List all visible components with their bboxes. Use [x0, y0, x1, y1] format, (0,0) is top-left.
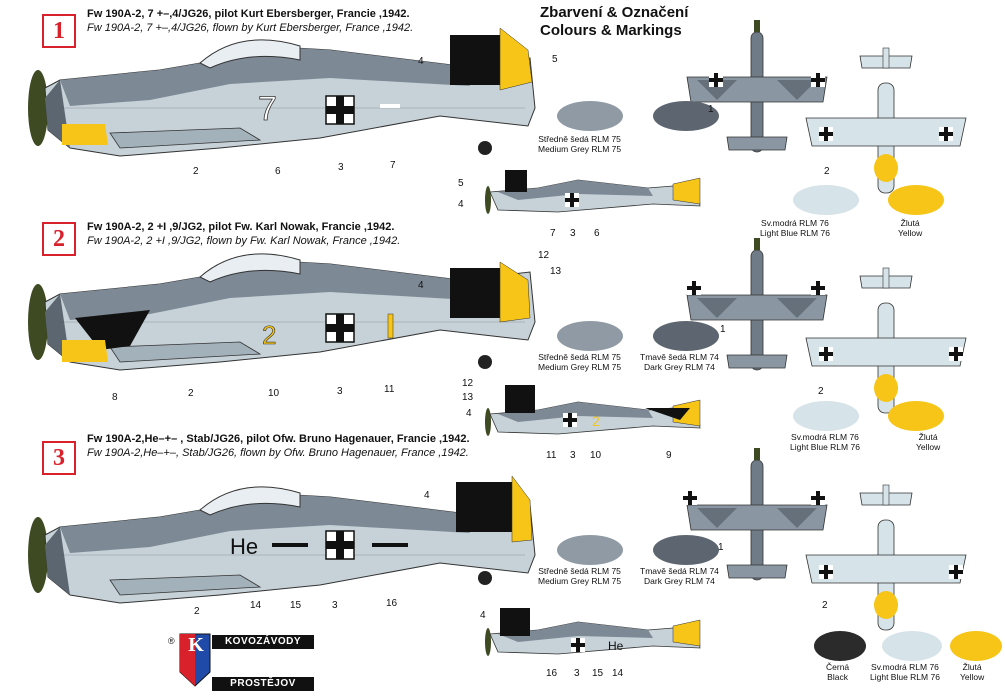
- variant-1-title-cz: Fw 190A-2, 7 +–,4/JG26, pilot Kurt Ebers…: [87, 8, 410, 20]
- callout-v3-3: 3: [332, 600, 338, 611]
- callout-v3s-15: 15: [592, 668, 604, 679]
- logo-bottom: PROSTĚJOV: [212, 677, 314, 691]
- header-title-en: Colours & Markings: [540, 22, 682, 39]
- swatch-rlm74-c: [653, 535, 719, 565]
- callout-v2s-4: 4: [466, 408, 472, 419]
- swatch-rlm76-a: [793, 185, 859, 215]
- logo-mark: K: [188, 634, 204, 656]
- callout-v2t-2: 2: [818, 386, 824, 397]
- callout-v1-7: 7: [390, 160, 396, 171]
- swatch-rlm75-a: [557, 101, 623, 131]
- callout-v1-5: 5: [552, 54, 558, 65]
- logo-registered: ®: [168, 636, 175, 646]
- variant-1-code: 7: [258, 90, 277, 128]
- callout-v3-15: 15: [290, 600, 302, 611]
- variant-3-title-en: Fw 190A-2,He–+–, Stab/JG26, flown by Ofw…: [87, 447, 469, 459]
- callout-v3-2: 2: [194, 606, 200, 617]
- callout-v2t-1: 1: [720, 324, 726, 335]
- swatch-rlm76-c: [882, 631, 942, 661]
- callout-v1s-6: 6: [594, 228, 600, 239]
- callout-v2-4: 4: [418, 280, 424, 291]
- variant-2-title-cz: Fw 190A-2, 2 +I ,9/JG2, pilot Fw. Karl N…: [87, 221, 395, 233]
- callout-v2s-11: 11: [546, 450, 557, 461]
- callout-v2-13: 13: [550, 266, 562, 277]
- callout-v2-12: 12: [538, 250, 550, 261]
- swatch-yellow-c: [950, 631, 1002, 661]
- callout-v1-6: 6: [275, 166, 281, 177]
- variant-3-title-cz: Fw 190A-2,He–+– , Stab/JG26, pilot Ofw. …: [87, 433, 470, 445]
- callout-v3-16: 16: [386, 598, 398, 609]
- callout-v2-10: 10: [268, 388, 280, 399]
- callout-v2-2: 2: [188, 388, 194, 399]
- callout-v1-3: 3: [338, 162, 344, 173]
- callout-v2-3: 3: [337, 386, 343, 397]
- callout-v3s-4: 4: [480, 610, 486, 621]
- callout-v3s-14: 14: [612, 668, 624, 679]
- swatch-rlm74-a: [653, 101, 719, 131]
- swatch-rlm75-b: [557, 321, 623, 351]
- variant-2-title-en: Fw 190A-2, 2 +I ,9/JG2, flown by Fw. Kar…: [87, 235, 401, 247]
- swatch-yellow-b: [888, 401, 944, 431]
- swatch-yellow-a: [888, 185, 944, 215]
- callout-v3-4: 4: [424, 490, 430, 501]
- variant-1-title-en: Fw 190A-2, 7 +–,4/JG26, flown by Kurt Eb…: [87, 22, 414, 34]
- callout-v1-2: 2: [193, 166, 199, 177]
- callout-v3t-2: 2: [822, 600, 828, 611]
- variant-2-code: 2: [262, 320, 276, 350]
- callout-v1-4: 4: [418, 56, 424, 67]
- callout-v3-14: 14: [250, 600, 262, 611]
- swatch-rlm76-b: [793, 401, 859, 431]
- callout-v2s-10: 10: [590, 450, 602, 461]
- callout-v2s-13: 13: [462, 392, 474, 403]
- logo-top: KOVOZÁVODY: [212, 635, 314, 649]
- callout-v1s-5: 5: [458, 178, 464, 189]
- swatch-rlm74-b: [653, 321, 719, 351]
- header-title-cz: Zbarvení & Označení: [540, 4, 689, 21]
- callout-v1s-7: 7: [550, 228, 556, 239]
- callout-v3s-3: 3: [574, 668, 580, 679]
- callout-v3t-1: 1: [718, 542, 724, 553]
- variant-3-code: He: [230, 534, 258, 559]
- callout-v2s-9: 9: [666, 450, 672, 461]
- variant-1-badge: 1: [42, 14, 76, 48]
- callout-v1t-1: 1: [708, 104, 714, 115]
- callout-v2-8: 8: [112, 392, 118, 403]
- callout-v2s-12: 12: [462, 378, 474, 389]
- variant-2-small-code: 2: [592, 413, 600, 429]
- variant-2-badge: 2: [42, 222, 76, 256]
- callout-v2s-3: 3: [570, 450, 576, 461]
- variant-3-badge: 3: [42, 441, 76, 475]
- swatch-black-c: [814, 631, 866, 661]
- callout-v3s-16: 16: [546, 668, 558, 679]
- callout-v1s-3: 3: [570, 228, 576, 239]
- callout-v2-11: 11: [384, 384, 395, 395]
- callout-v1s-4: 4: [458, 199, 464, 210]
- swatch-rlm75-c: [557, 535, 623, 565]
- callout-v1t-2: 2: [824, 166, 830, 177]
- variant-3-small-code: He: [608, 639, 624, 653]
